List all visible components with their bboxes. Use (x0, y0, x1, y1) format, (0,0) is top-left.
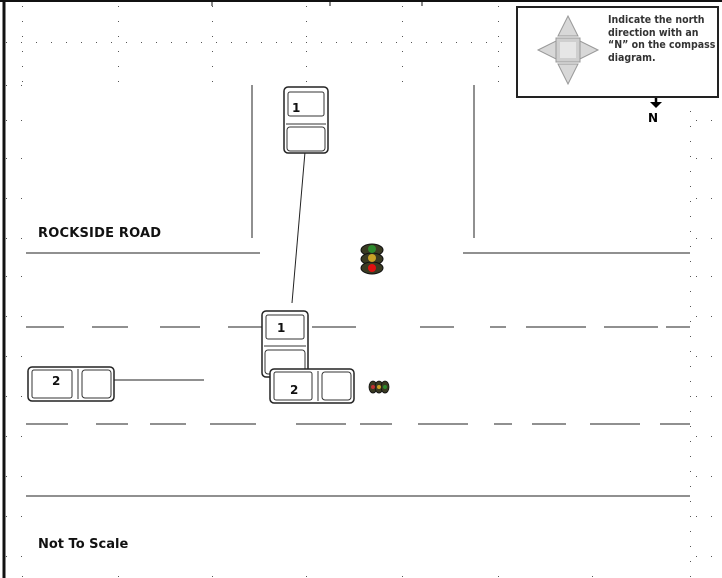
vehicle-2-start: 2 (27, 366, 115, 402)
vehicle-2-impact-label: 2 (290, 383, 298, 397)
road-name-label: ROCKSIDE ROAD (38, 226, 162, 241)
vehicle-2-impact: 2 (269, 368, 355, 404)
vehicle-1-path (291, 151, 306, 304)
vehicle-1-final: 1 (283, 86, 329, 154)
compass-instruction: Indicate the north direction with an “N”… (608, 14, 716, 64)
scale-note: Not To Scale (38, 537, 129, 552)
vehicle-2-start-label: 2 (52, 374, 60, 388)
compass-box: Indicate the north direction with an “N”… (516, 6, 719, 98)
road-edges (26, 85, 690, 497)
traffic-light-side-icon (368, 380, 390, 394)
compass-rose-icon[interactable] (536, 14, 600, 86)
vehicle-1-impact: 1 (261, 310, 309, 378)
vehicle-1-impact-label: 1 (277, 321, 285, 335)
vehicle-1-final-label: 1 (292, 101, 300, 115)
north-label: N (648, 111, 659, 125)
traffic-light-icon (360, 243, 384, 275)
